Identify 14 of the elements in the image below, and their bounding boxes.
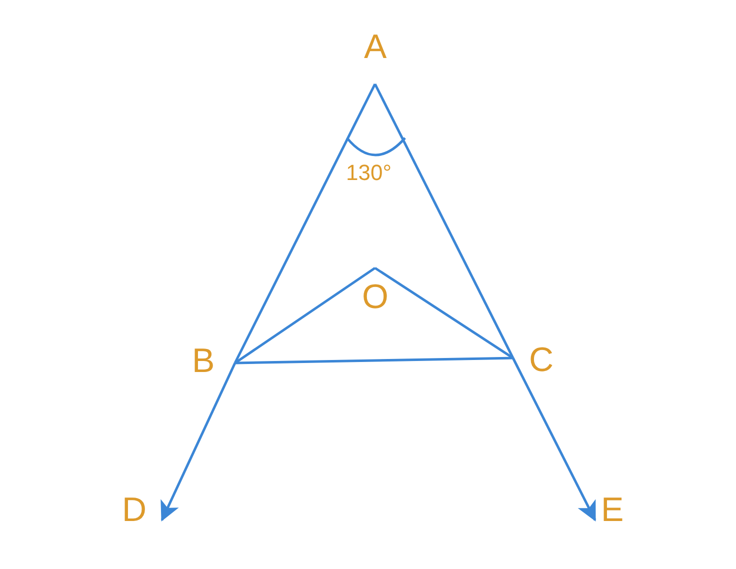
line-segment: [234, 266, 376, 364]
line-segment: [374, 266, 514, 360]
point-label: B: [192, 344, 215, 378]
angle-label: 130°: [346, 161, 392, 185]
point-label: D: [122, 493, 147, 527]
line-segment: [374, 83, 514, 359]
arrow: [512, 357, 596, 522]
point-label: C: [529, 343, 554, 377]
point-label: O: [362, 280, 388, 314]
line-segment: [234, 83, 376, 364]
point-label: A: [364, 30, 387, 64]
line-segment: [234, 356, 514, 364]
point-label: E: [601, 493, 624, 527]
arrow: [160, 362, 236, 522]
